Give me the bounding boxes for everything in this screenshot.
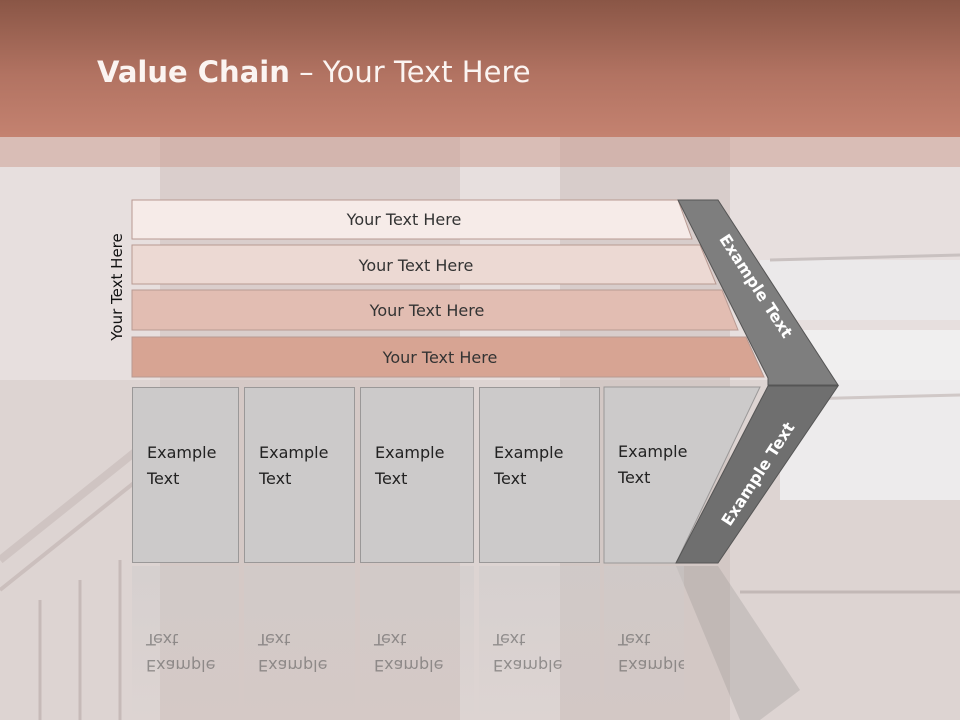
column-3-reflection: Example Text [360, 566, 474, 720]
row-shape-1 [131, 199, 693, 240]
column-4-reflection: Example Text [479, 566, 600, 720]
slide-title: Value Chain – Your Text Here [97, 55, 531, 89]
row-2-label: Your Text Here [358, 255, 474, 275]
column-4-label: Example Text [494, 443, 564, 488]
column-1-label: Example Text [147, 443, 217, 488]
row-2: Your Text Here [132, 246, 716, 284]
column-1-reflection-label: Example Text [146, 630, 216, 675]
column-4: Example Text [479, 387, 600, 563]
chevron-upper [677, 199, 839, 386]
row-4-label: Your Text Here [382, 347, 498, 367]
chevron-lower [675, 385, 839, 564]
header-bar [0, 0, 960, 137]
column-2-reflection-label: Example Text [258, 630, 328, 675]
row-shape-3 [131, 289, 739, 331]
column-2: Example Text [244, 387, 355, 563]
column-5-reflection: Example Text [604, 566, 684, 720]
row-1-label: Your Text Here [346, 209, 462, 229]
column-3-label: Example Text [375, 443, 445, 488]
column-5-reflection-label: Example Text [618, 630, 684, 675]
row-shape-4 [131, 336, 765, 378]
column-5: Example Text [604, 387, 724, 563]
title-bold: Value Chain [97, 55, 290, 89]
column-2-label: Example Text [259, 443, 329, 488]
column-1-reflection: Example Text [132, 566, 239, 720]
chevron-reflection [676, 566, 800, 720]
column-5-label: Example Text [618, 442, 688, 487]
column-3: Example Text [360, 387, 474, 563]
row-1: Your Text Here [132, 200, 692, 238]
row-3: Your Text Here [132, 291, 738, 329]
column-4-reflection-label: Example Text [493, 630, 563, 675]
row-shape-2 [131, 244, 717, 285]
row-4: Your Text Here [132, 338, 764, 376]
header-band [0, 137, 960, 167]
column-1: Example Text [132, 387, 239, 563]
row-3-label: Your Text Here [369, 300, 485, 320]
column-3-reflection-label: Example Text [374, 630, 444, 675]
column-2-reflection: Example Text [244, 566, 355, 720]
title-rest: – Your Text Here [289, 55, 531, 89]
